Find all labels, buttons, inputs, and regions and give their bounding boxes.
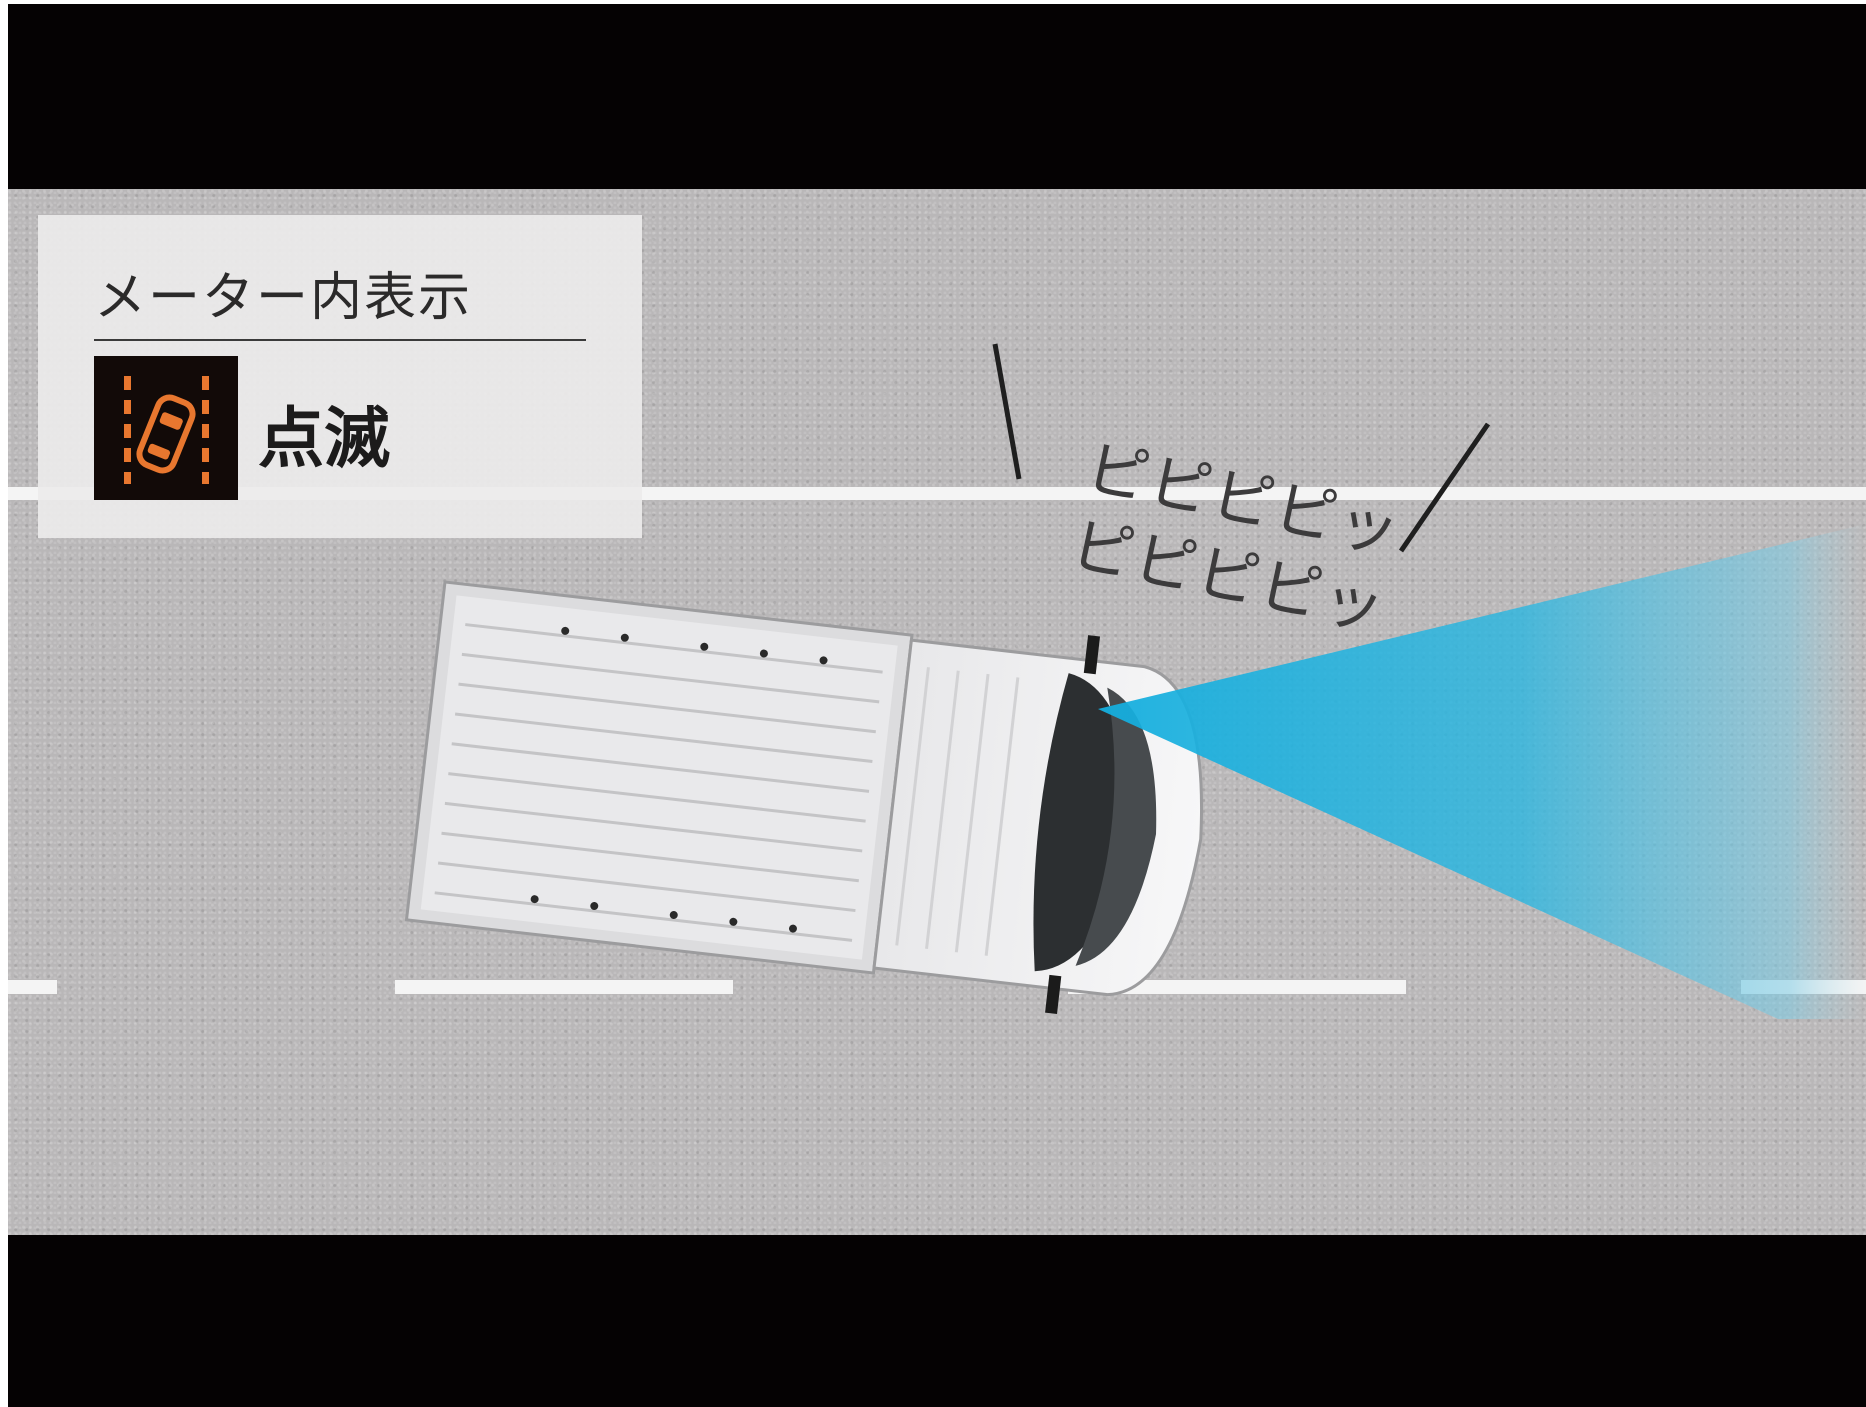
kei-truck	[404, 580, 1203, 1015]
sound-mark-left	[992, 343, 1022, 480]
meter-status-text: 点滅	[258, 400, 390, 477]
road-scene	[8, 343, 1866, 1019]
video-frame: ピピピピッ ピピピピッ メーター内表示	[8, 4, 1866, 1407]
meter-display-panel: メーター内表示	[38, 215, 642, 538]
meter-panel-title: メーター内表示	[94, 268, 473, 328]
lane-departure-warning-icon	[94, 356, 238, 500]
sensor-beam	[1098, 524, 1866, 1019]
lane-dash	[1068, 980, 1406, 994]
meter-panel-divider	[94, 339, 586, 341]
sound-mark-right	[1398, 422, 1491, 553]
lane-dash	[8, 980, 57, 994]
lane-dash	[395, 980, 733, 994]
